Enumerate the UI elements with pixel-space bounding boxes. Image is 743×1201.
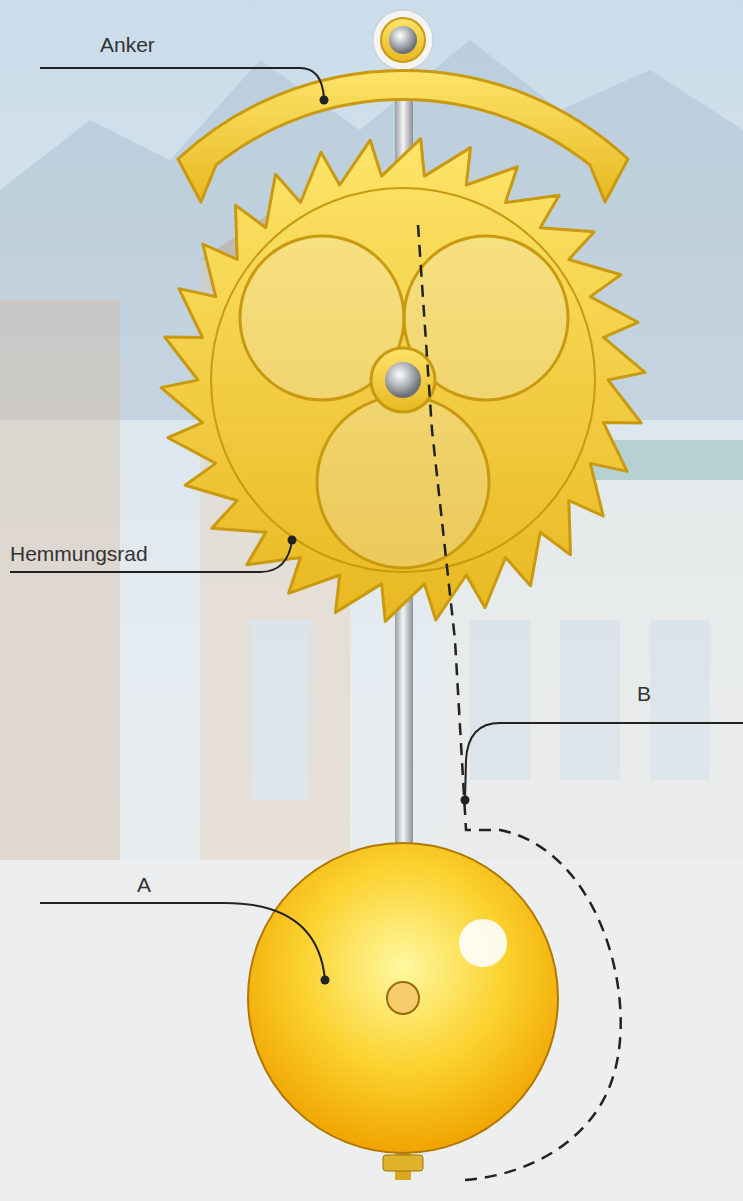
part-label: B xyxy=(637,683,651,704)
leader-lines xyxy=(10,68,743,980)
wheel-hub xyxy=(371,348,435,412)
adjust-nut xyxy=(383,1155,423,1171)
dashed-outline xyxy=(418,225,621,1180)
leader-dots xyxy=(288,96,470,985)
wheel-holes xyxy=(240,236,568,568)
part-label: Hemmungsrad xyxy=(10,543,148,564)
part-label: Anker xyxy=(100,34,155,55)
bob-center xyxy=(387,982,419,1014)
escape-wheel xyxy=(161,139,645,622)
highlight xyxy=(459,919,507,967)
buildings xyxy=(0,210,743,860)
wheel-axle xyxy=(385,362,421,398)
wheel-rim xyxy=(211,188,595,572)
pendulum-bob xyxy=(248,843,558,1153)
anchor-ring xyxy=(381,18,425,62)
anchor-pin xyxy=(389,26,417,54)
pivot-plate xyxy=(373,10,433,70)
part-label: A xyxy=(137,874,151,895)
